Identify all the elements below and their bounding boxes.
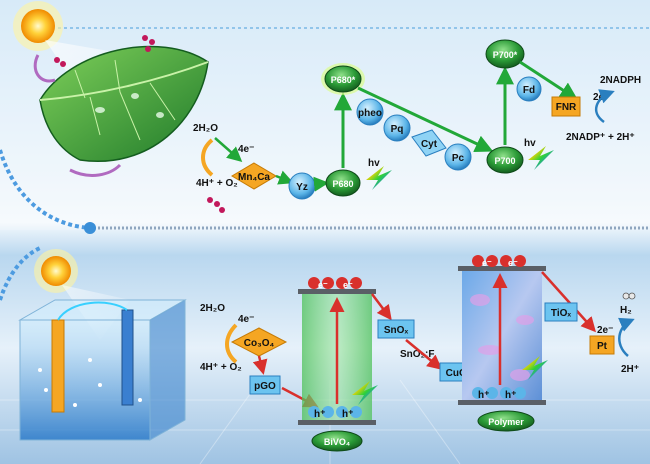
pq-label: Pq [391,124,404,135]
arrow-water-to-mn [214,137,243,162]
curved-divider [0,149,91,230]
bottom-oxygen-label: 4H⁺ + O₂ [200,362,242,373]
water-oxidation-arc [201,138,214,177]
leaf-icon [39,45,209,162]
fnr-label: FNR [556,102,577,113]
polymer-semiconductor [458,255,546,405]
hv2-label: hv [524,138,536,149]
bivo4-h2: h⁺ [342,409,353,420]
two-h-label: 2H⁺ [621,364,639,375]
arrow-electron-transport [357,86,494,153]
p680-node: P680 [325,169,361,197]
photon-icon-3 [352,381,378,405]
lower-curve [0,246,41,301]
yz-label: Yz [296,182,308,193]
pq-node: Pq [383,114,411,142]
h2-molecule-icon [622,292,636,300]
nadph-label: 2NADPH [600,75,641,86]
bivo4-label-badge: BiVO₄ [311,430,363,452]
bottom-two-e-label: 2e⁻ [597,325,613,336]
photon-icon-4 [522,356,548,380]
bivo4-e1: e⁻ [318,280,328,290]
molecule-icon [54,35,225,213]
arrow-sno-to-cuo [405,339,443,370]
polymer-h2: h⁺ [505,390,516,401]
top-oxygen-label: 4H⁺ + O₂ [196,178,238,189]
top-water-label: 2H₂O [193,123,218,134]
water-tank-icon [18,299,187,441]
cyt-label: Cyt [421,139,438,150]
arrow-to-fnr [519,60,579,100]
sun-icon-top [13,1,63,51]
nadph-reduction-arc [594,89,615,124]
pc-node: Pc [444,143,472,171]
bivo4-e2: e⁻ [343,280,353,290]
pc-label: Pc [452,153,465,164]
pheo-label: pheo [358,108,382,119]
hv1-label: hv [368,158,380,169]
arrow-polymer-to-pt [541,271,597,333]
p700-excited-node: P700* [485,39,525,69]
p680-label: P680 [332,179,353,189]
bivo4-label: BiVO₄ [324,437,350,447]
pgo-label: pGO [254,381,276,392]
h2-label: H₂ [620,305,632,316]
hydrogen-evolution-arc [618,317,635,357]
tio-node: TiOₓ [544,302,578,322]
arrow-co-to-pgo [252,355,268,375]
polymer-h1: h⁺ [478,390,489,401]
yz-node: Yz [288,172,316,200]
bottom-water-label: 2H₂O [200,303,225,314]
fnr-node: FNR [551,96,581,117]
polymer-label: Polymer [488,417,524,427]
mn-cluster-node: Mn₄Ca [231,162,277,190]
divider-node [84,222,96,234]
p700-excited-label: P700* [493,50,518,60]
photon-icon-1 [366,166,392,190]
polymer-e1: e⁻ [482,258,492,268]
pgo-node: pGO [249,375,281,395]
nadp-label: 2NADP⁺ + 2H⁺ [566,132,635,143]
sun-icon-bottom [34,249,78,293]
mn-cluster-label: Mn₄Ca [238,172,270,183]
snof-label: SnO₂:F [400,349,434,360]
sno-label: SnOₓ [384,325,409,336]
co3o4-node: Co₃O₄ [230,327,288,357]
bottom-electrons-label: 4e⁻ [238,314,254,325]
arrow-bivo-to-sno [371,293,392,321]
polymer-label-badge: Polymer [477,410,535,432]
polymer-e2: e⁻ [508,258,518,268]
bivo4-semiconductor [298,277,376,425]
arrow-yz-to-p680 [313,176,329,192]
bivo4-h1: h⁺ [314,409,325,420]
top-electrons-label: 4e⁻ [238,144,254,155]
pt-node: Pt [589,335,615,355]
p700-node: P700 [486,146,524,174]
sno-node: SnOₓ [377,319,415,339]
cuo-label: CuOₓ [446,368,471,379]
p700-label: P700 [494,156,515,166]
photon-icon-2 [528,146,554,170]
co3o4-label: Co₃O₄ [244,338,275,349]
tio-label: TiOₓ [551,308,571,319]
purple-arc-icon-2 [69,163,122,177]
fd-node: Fd [516,76,542,102]
bottom-oxidation-arc [225,323,238,364]
p680-excited-node: P680* [321,63,365,95]
purple-arc-icon [33,54,56,83]
cyt-node: Cyt [411,129,447,157]
pt-label: Pt [597,341,608,352]
pheo-node: pheo [356,98,384,126]
fd-label: Fd [523,85,535,96]
arrow-mn-to-yz [275,170,294,185]
p680-excited-label: P680* [331,75,356,85]
